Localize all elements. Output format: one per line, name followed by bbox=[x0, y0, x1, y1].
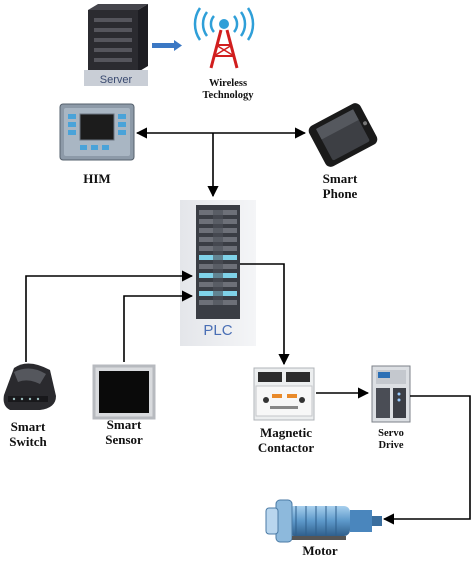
magnetic-contactor-label-line2: Contactor bbox=[257, 439, 315, 455]
servo-drive-icon bbox=[371, 365, 411, 423]
wireless-label-line2: Technology bbox=[202, 90, 254, 102]
him-panel-icon bbox=[59, 103, 135, 161]
smart-sensor-icon bbox=[92, 364, 156, 420]
servo-drive-label-line1: Servo bbox=[378, 428, 404, 439]
servo-drive-label-line2: Drive bbox=[378, 440, 404, 452]
magnetic-contactor-label: Magnetic Contactor bbox=[246, 425, 326, 456]
sensor-plc-link bbox=[123, 290, 194, 362]
wireless-technology-label: Wireless Technology bbox=[188, 78, 268, 102]
smartphone-icon bbox=[308, 103, 378, 167]
switch-plc-link bbox=[25, 270, 194, 362]
wireless-tower-icon bbox=[193, 7, 255, 69]
plc-label: PLC bbox=[203, 322, 233, 339]
smart-sensor-label-line2: Sensor bbox=[105, 431, 143, 447]
plc-contactor-link bbox=[240, 263, 290, 366]
magnetic-contactor-icon bbox=[253, 367, 315, 421]
him-label: HIM bbox=[83, 171, 111, 186]
smart-switch-icon bbox=[3, 363, 57, 410]
servo-motor-link bbox=[382, 395, 471, 525]
motor-label: Motor bbox=[302, 543, 338, 558]
smart-switch-label-line1: Smart bbox=[10, 419, 46, 434]
smart-phone-label-line1: Smart bbox=[322, 171, 358, 186]
motor-icon bbox=[265, 499, 382, 543]
smart-phone-label: Smart Phone bbox=[310, 171, 370, 202]
server-icon bbox=[84, 4, 148, 86]
servo-drive-label: Servo Drive bbox=[368, 428, 414, 452]
smart-switch-label: Smart Switch bbox=[0, 419, 56, 450]
smart-sensor-label: Smart Sensor bbox=[94, 417, 154, 448]
smart-sensor-label-line1: Smart bbox=[106, 417, 142, 432]
magnetic-contactor-label-line1: Magnetic bbox=[260, 425, 312, 440]
smart-switch-label-line2: Switch bbox=[9, 433, 47, 449]
server-wireless-arrow bbox=[152, 40, 182, 51]
server-label: Server bbox=[99, 74, 133, 86]
smart-phone-label-line2: Phone bbox=[322, 185, 358, 201]
wireless-label-line1: Wireless bbox=[208, 78, 248, 89]
